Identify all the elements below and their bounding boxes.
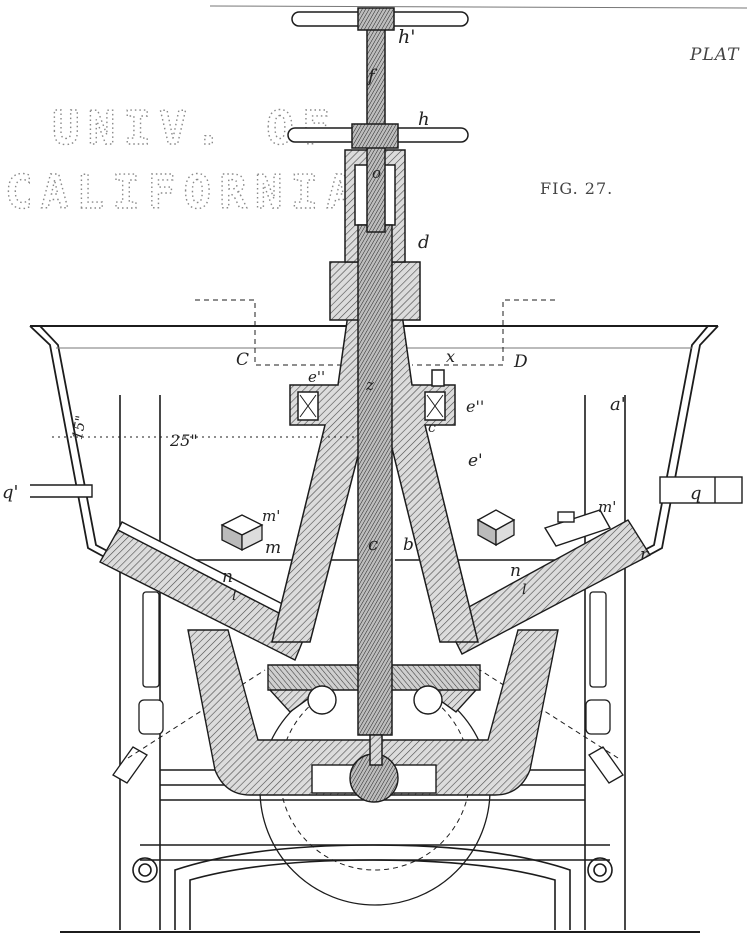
- label-q: q: [690, 483, 702, 504]
- label-z: z: [365, 376, 374, 394]
- handwheel-h: [287, 123, 469, 149]
- handwheel-h-prime: [291, 7, 469, 31]
- label-m: m: [265, 538, 281, 558]
- discharge-pipes: [30, 476, 743, 504]
- side-adjusters: [112, 591, 624, 784]
- label-b: b: [403, 535, 414, 555]
- label-a-prime: a': [610, 394, 626, 415]
- label-dim-25: 25": [169, 431, 198, 450]
- label-m-prime-left: m': [262, 507, 280, 525]
- label-d: d: [418, 232, 430, 253]
- central-shaft: [357, 9, 393, 766]
- label-n-right: n: [510, 561, 521, 581]
- label-l-right: l: [522, 582, 526, 598]
- label-r: r: [640, 545, 649, 565]
- label-c-small: c: [428, 420, 436, 436]
- stamp-line-2: CALIFORNIA: [5, 165, 362, 219]
- label-m-prime-right: m': [598, 498, 616, 516]
- label-c-shaft: c: [368, 534, 378, 555]
- label-D: D: [513, 352, 528, 372]
- label-x: x: [446, 347, 455, 366]
- label-e-double-prime-right: e'': [466, 397, 484, 416]
- label-e-prime: e': [468, 451, 483, 471]
- label-n-left: n: [222, 567, 233, 587]
- stamp-line-1: UNIV. OF: [52, 101, 338, 155]
- part-labels: h' f h o d C x D e'' e'' z c a' 15" 25" …: [2, 26, 702, 604]
- label-dim-15: 15": [70, 414, 90, 441]
- label-q-prime: q': [2, 482, 18, 503]
- label-e-double-prime-left: e'': [308, 368, 325, 386]
- frame-base: [60, 395, 700, 933]
- library-stamp: UNIV. OF CALIFORNIA: [4, 100, 362, 219]
- label-o: o: [372, 164, 381, 182]
- shoe-blocks: [220, 509, 516, 552]
- label-h: h: [418, 109, 430, 130]
- lower-yoke: [187, 629, 559, 803]
- label-h-prime: h': [398, 26, 415, 48]
- plate-header: PLAT: [689, 45, 740, 65]
- dashed-outlines: [52, 299, 555, 438]
- muller-arms: [99, 509, 651, 661]
- label-C: C: [236, 350, 249, 370]
- figure-caption: FIG. 27.: [540, 179, 613, 198]
- label-l-left: l: [232, 588, 236, 604]
